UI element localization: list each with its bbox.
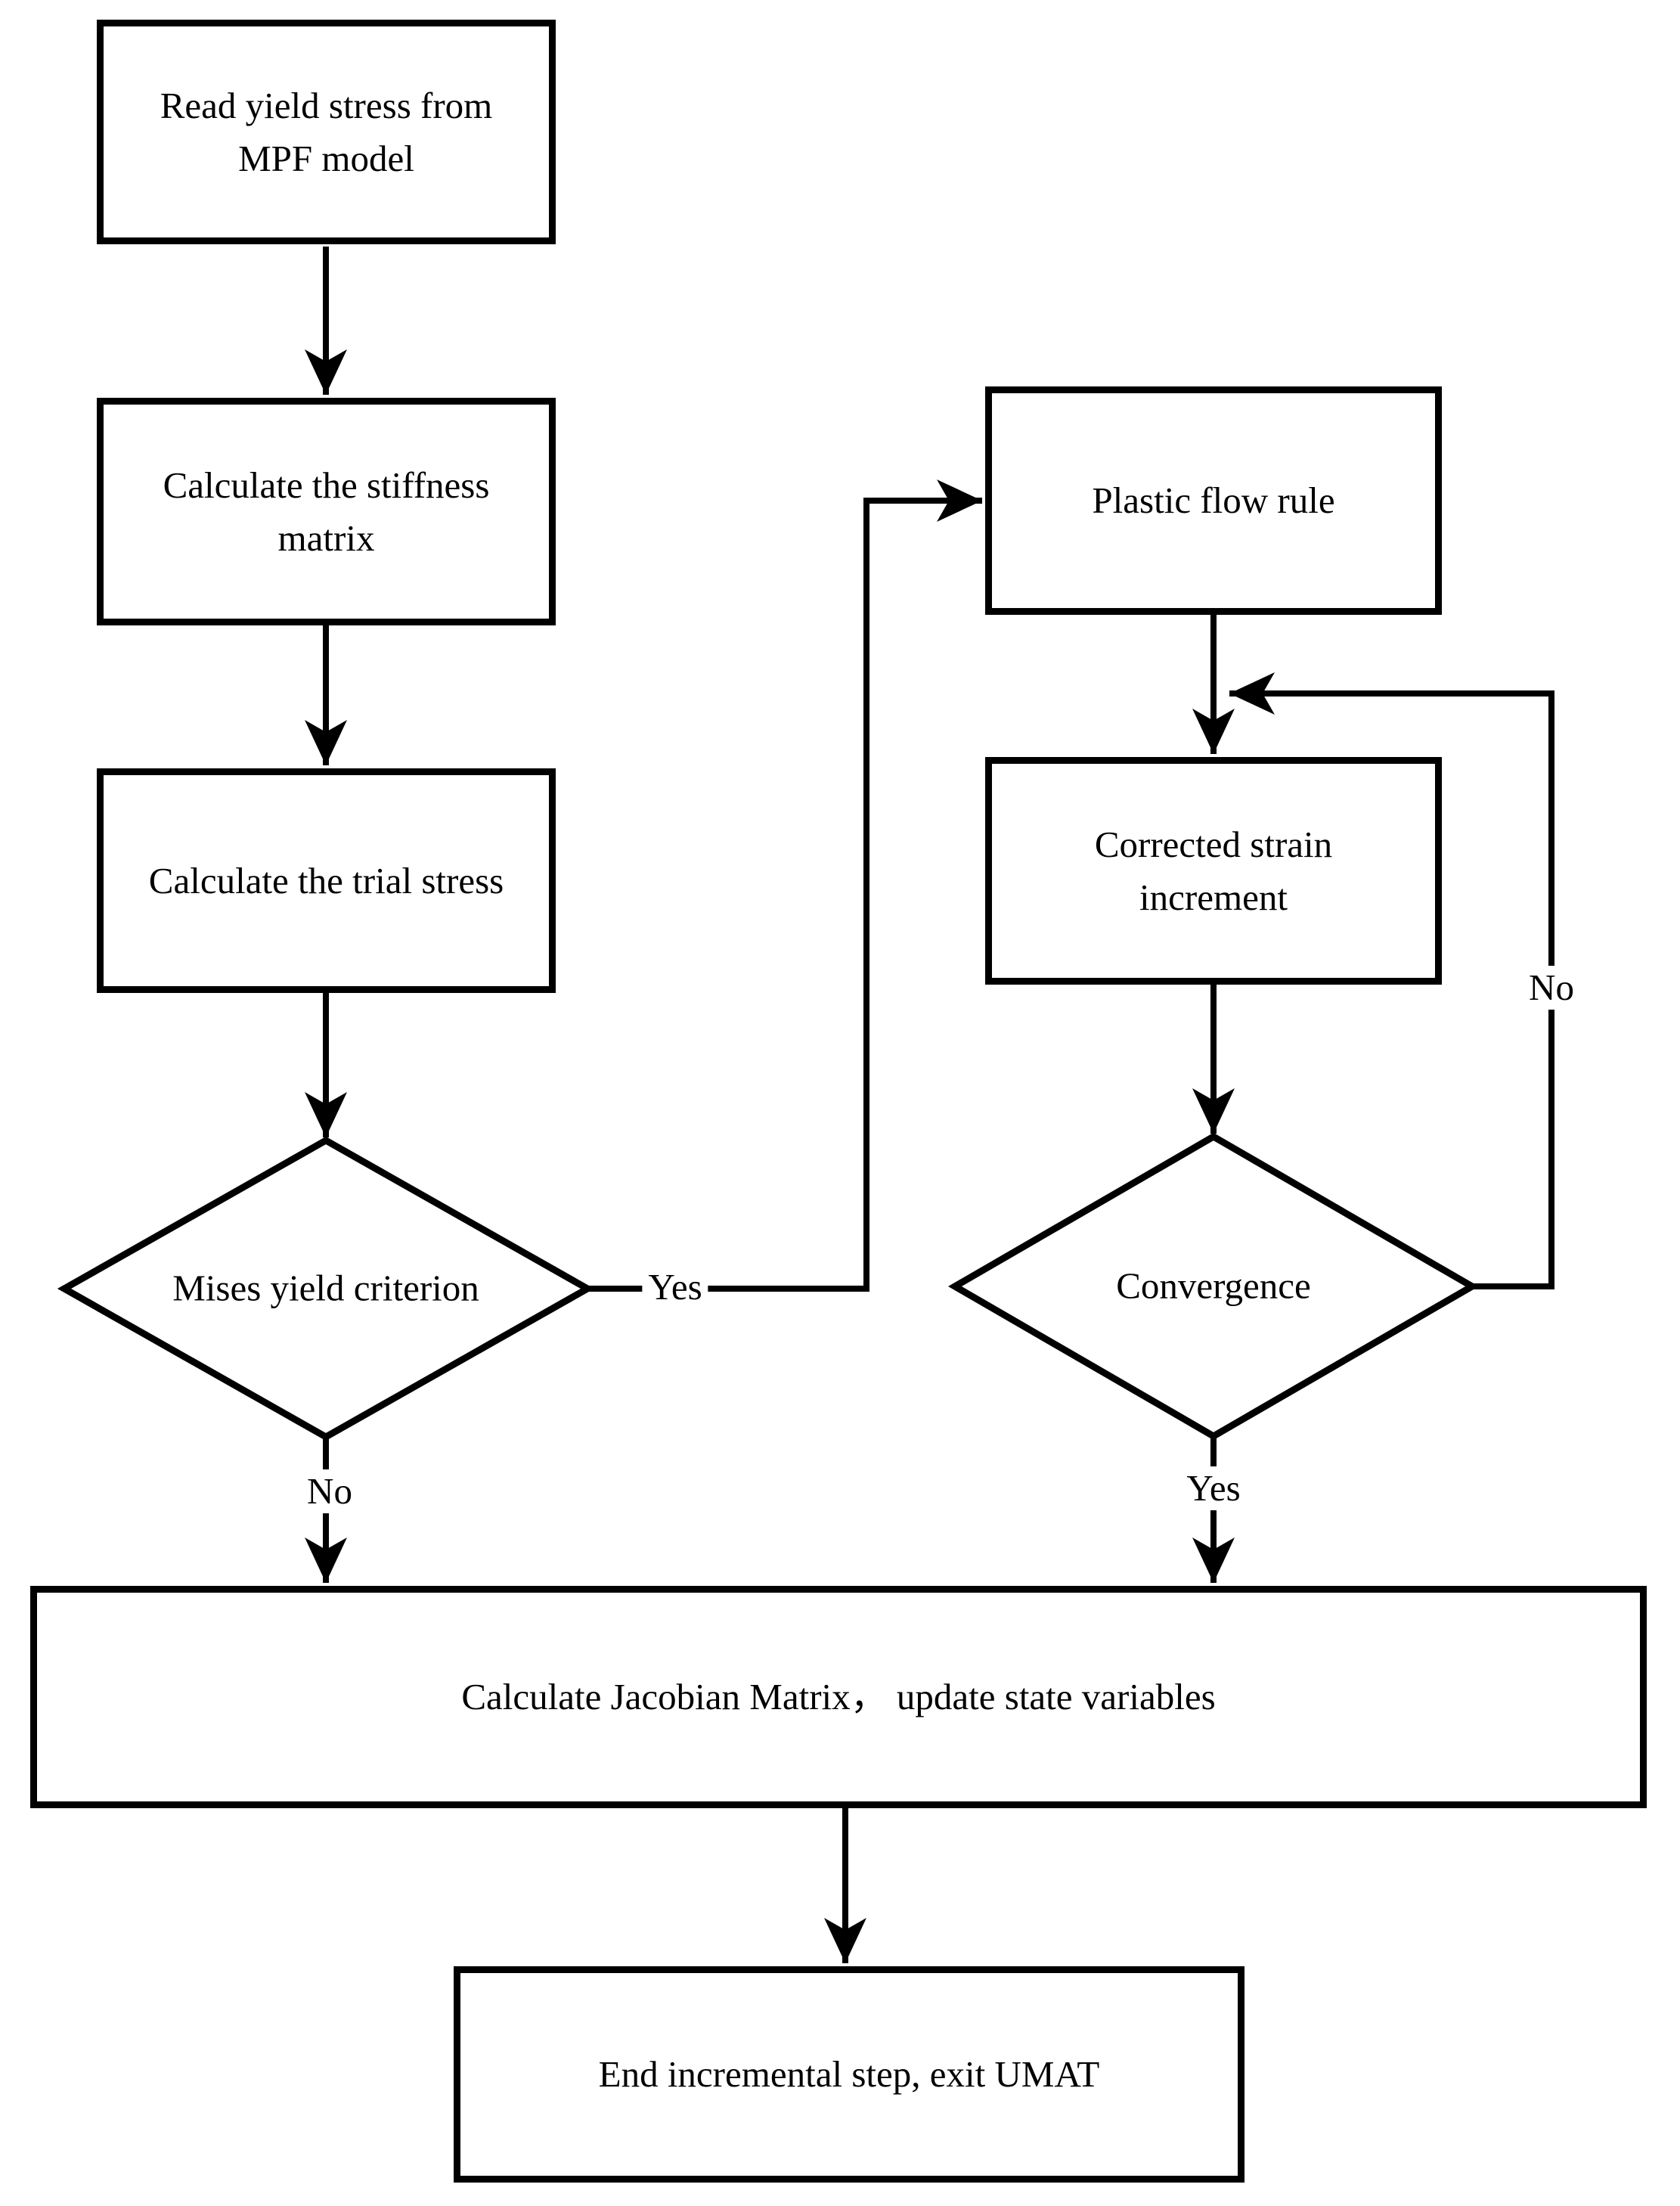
edge-label-mises-yes: Yes bbox=[642, 1265, 708, 1309]
node-calculate-jacobian-matrix: Calculate Jacobian Matrix， update state … bbox=[30, 1586, 1647, 1808]
node-corrected-strain-increment-label: Corrected strain increment bbox=[1094, 823, 1333, 918]
node-calculate-trial-stress-label: Calculate the trial stress bbox=[148, 859, 504, 901]
convergence-decision-label: Convergence bbox=[1116, 1264, 1311, 1307]
convergence-decision-diamond bbox=[948, 1132, 1479, 1441]
node-plastic-flow-rule: Plastic flow rule bbox=[985, 386, 1442, 615]
node-calculate-stiffness-matrix-label: Calculate the stiffness matrix bbox=[163, 464, 490, 559]
node-read-yield-stress: Read yield stress from MPF model bbox=[97, 20, 556, 244]
mises-decision-diamond bbox=[57, 1136, 595, 1441]
node-calculate-jacobian-matrix-label: Calculate Jacobian Matrix， update state … bbox=[461, 1676, 1216, 1718]
node-read-yield-stress-label: Read yield stress from MPF model bbox=[160, 84, 493, 179]
node-end-incremental-step: End incremental step, exit UMAT bbox=[454, 1966, 1245, 2183]
edge-label-convergence-yes: Yes bbox=[1180, 1466, 1247, 1510]
edge-label-mises-no: No bbox=[301, 1469, 358, 1513]
edge-label-convergence-no: No bbox=[1523, 966, 1580, 1010]
node-end-incremental-step-label: End incremental step, exit UMAT bbox=[598, 2053, 1100, 2096]
node-plastic-flow-rule-label: Plastic flow rule bbox=[1092, 479, 1335, 522]
node-calculate-trial-stress: Calculate the trial stress bbox=[97, 768, 556, 993]
node-calculate-stiffness-matrix: Calculate the stiffness matrix bbox=[97, 398, 556, 625]
edge-mises-yes-to-plastic bbox=[587, 479, 982, 1292]
mises-decision-label: Mises yield criterion bbox=[172, 1267, 479, 1309]
node-corrected-strain-increment: Corrected strain increment bbox=[985, 757, 1442, 985]
